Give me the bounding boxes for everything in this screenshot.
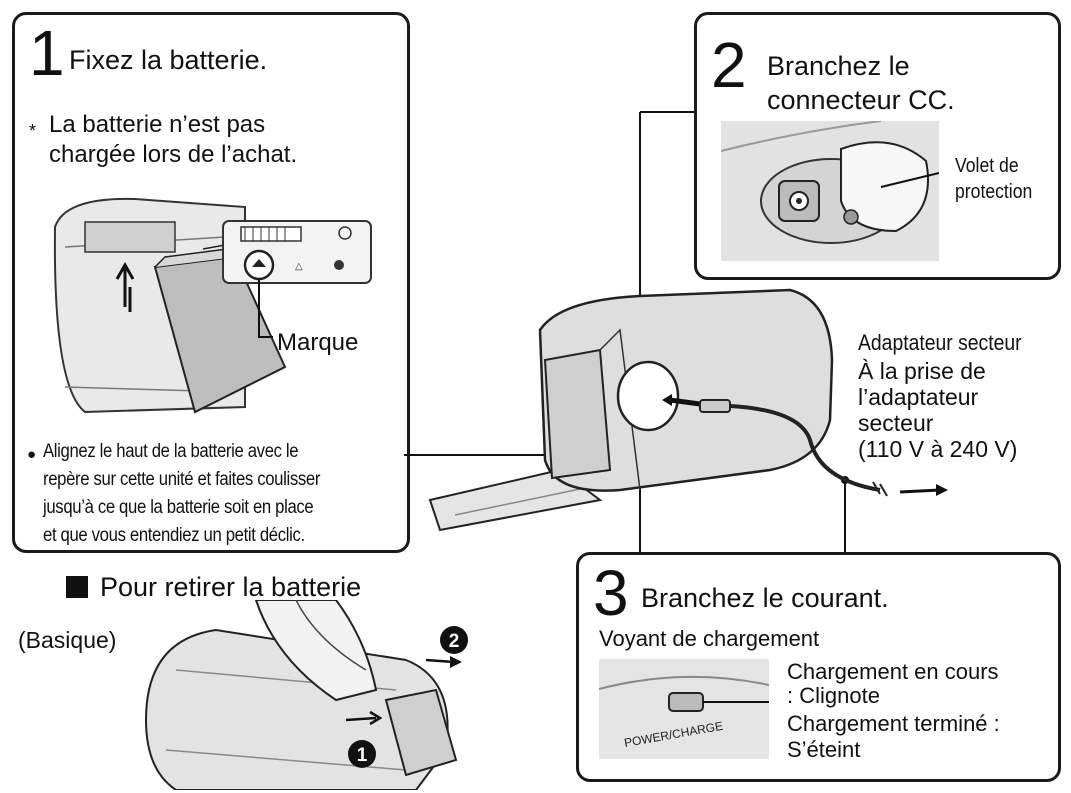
removal-square-icon bbox=[66, 576, 88, 598]
adapter-line1: Adaptateur secteur bbox=[858, 330, 1022, 355]
step1-instr-line4: et que vous entendiez un petit déclic. bbox=[43, 525, 305, 546]
step3-panel: 3 Branchez le courant. Voyant de chargem… bbox=[576, 552, 1061, 782]
done-line1: Chargement terminé : bbox=[787, 711, 1000, 736]
removal-title: Pour retirer la batterie bbox=[100, 572, 362, 602]
step2-title-line2: connecteur CC. bbox=[767, 85, 955, 115]
svg-text:△: △ bbox=[295, 261, 303, 272]
charging-line2: : Clignote bbox=[787, 683, 880, 708]
charging-line1: Chargement en cours bbox=[787, 659, 999, 684]
step1-instr-line2: repère sur cette unité et faites couliss… bbox=[43, 469, 321, 490]
removal-marker-1: 1 bbox=[357, 745, 368, 766]
step1-number: 1 bbox=[29, 17, 65, 89]
battery-insertion-illustration: △ bbox=[53, 197, 372, 414]
step1-note-line1: La batterie n’est pas bbox=[49, 111, 266, 138]
step2-panel: 2 Branchez le connecteur CC. Volet de pr… bbox=[694, 12, 1061, 280]
step3-title: Branchez le courant. bbox=[641, 583, 889, 613]
step1-title: Fixez la batterie. bbox=[69, 45, 268, 75]
step1-panel: 1 Fixez la batterie. * La batterie n’est… bbox=[12, 12, 410, 553]
step1-note-bullet: * bbox=[29, 121, 37, 141]
dc-connector-illustration bbox=[721, 121, 940, 261]
adapter-line5: (110 V à 240 V) bbox=[858, 436, 1018, 462]
lamp-label: Voyant de chargement bbox=[599, 626, 820, 651]
adapter-line2: À la prise de bbox=[858, 358, 986, 384]
charge-lamp-illustration: POWER/CHARGE bbox=[599, 659, 769, 759]
cover-label-line1: Volet de bbox=[955, 155, 1019, 177]
removal-marker-2: 2 bbox=[449, 631, 460, 652]
adapter-line4: secteur bbox=[858, 410, 934, 436]
step3-number: 3 bbox=[593, 557, 629, 629]
step1-instr-line3: jusqu’à ce que la batterie soit en place bbox=[43, 497, 314, 518]
adapter-line3: l’adaptateur bbox=[858, 384, 979, 410]
step1-instr-line1: Alignez le haut de la batterie avec le bbox=[43, 441, 299, 462]
done-line2: S’éteint bbox=[787, 737, 861, 762]
step2-title-line1: Branchez le bbox=[767, 51, 910, 81]
step1-note-line2: chargée lors de l’achat. bbox=[49, 141, 298, 168]
battery-removal-illustration: 1 2 bbox=[144, 600, 468, 790]
mark-label: Marque bbox=[277, 329, 359, 356]
step2-number: 2 bbox=[711, 29, 747, 101]
removal-subtitle: (Basique) bbox=[18, 627, 117, 653]
cover-label-line2: protection bbox=[955, 181, 1033, 203]
step1-instr-bullet: ● bbox=[27, 446, 36, 463]
